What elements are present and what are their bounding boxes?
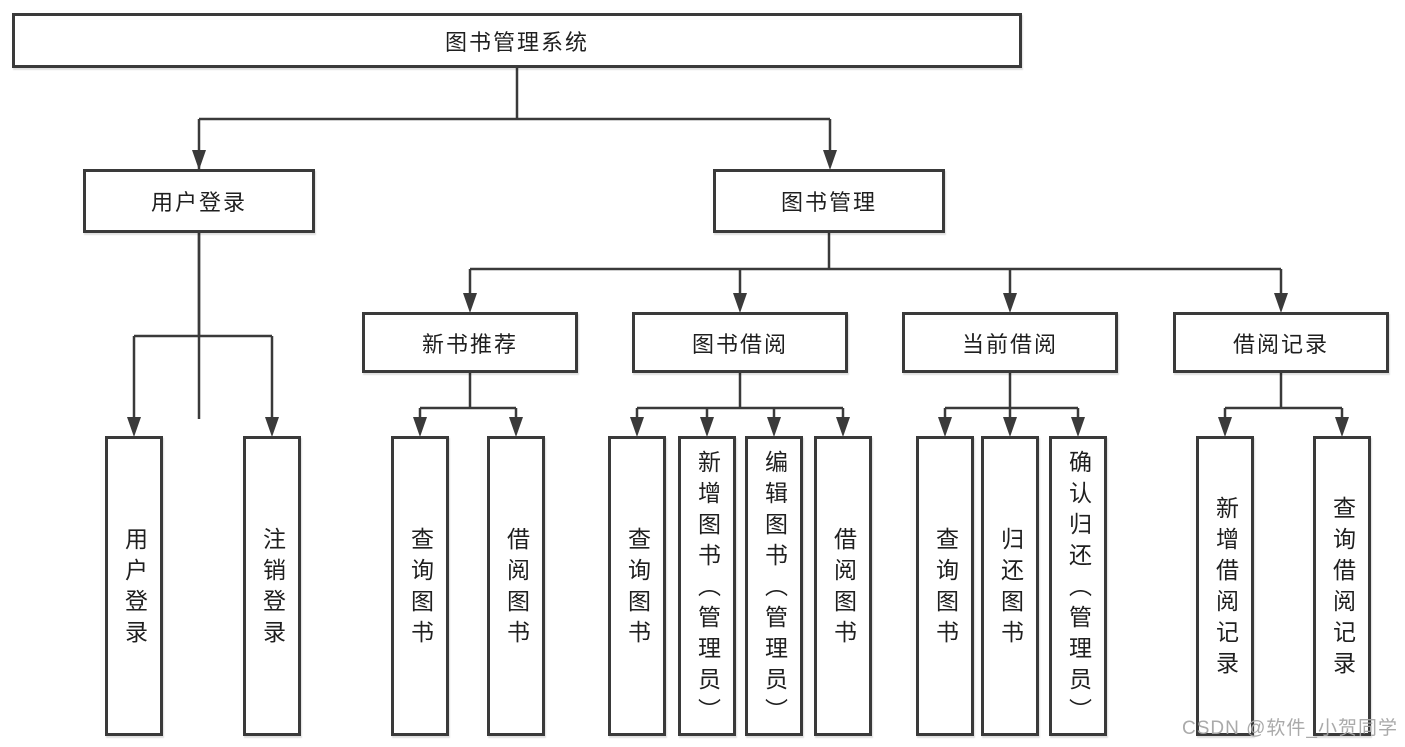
arrowhead [1274,293,1288,313]
arrowhead [630,417,644,437]
arrowhead [733,293,747,313]
arrowhead [265,417,279,437]
node-book-mgmt-label: 图书管理 [780,190,877,215]
node-root: 图书管理系统 [12,13,1022,68]
leaf-bb-borrow-book-label: 借阅图书 [830,527,857,651]
leaf-cb-return-book: 归还图书 [981,436,1039,736]
connector-borrow-record [1223,372,1344,419]
leaf-user-login: 用户登录 [105,436,163,736]
arrowhead [1218,417,1232,437]
connector-book-borrow [635,372,845,419]
connector-current-borrow [943,372,1080,419]
leaf-logout-label: 注销登录 [259,527,286,651]
arrowhead [509,417,523,437]
arrowhead [463,293,477,313]
leaf-br-add-record-label: 新增借阅记录 [1212,496,1239,682]
node-current-borrow-label: 当前借阅 [961,331,1058,357]
leaf-br-add-record: 新增借阅记录 [1196,436,1254,736]
arrowhead [1335,417,1349,437]
node-borrow-record: 借阅记录 [1173,312,1389,373]
leaf-bb-add-book-admin-label: 新增图书（管理员） [694,449,721,729]
node-borrow-record-label: 借阅记录 [1232,331,1329,357]
arrowhead [1003,417,1017,437]
leaf-bb-edit-book-admin-label: 编辑图书（管理员） [761,449,788,729]
connector-user-login [132,232,274,419]
leaf-nbr-borrow-book: 借阅图书 [487,436,545,736]
leaf-cb-query-book-label: 查询图书 [932,527,959,651]
arrowhead [413,417,427,437]
connector-root [197,67,832,419]
csdn-watermark: CSDN @软件_小贺同学 [1182,718,1398,739]
leaf-bb-query-book-label: 查询图书 [624,527,651,651]
arrowhead [823,150,837,170]
leaf-nbr-query-book: 查询图书 [391,436,449,736]
leaf-bb-query-book: 查询图书 [608,436,666,736]
connector-new-book-rec [418,372,518,419]
node-current-borrow: 当前借阅 [902,312,1118,373]
leaf-cb-confirm-return-admin: 确认归还（管理员） [1049,436,1107,736]
leaf-cb-confirm-return-admin-label: 确认归还（管理员） [1065,449,1092,729]
leaf-logout: 注销登录 [243,436,301,736]
leaf-user-login-label: 用户登录 [121,527,148,651]
arrowhead [767,417,781,437]
connector-book-mgmt [468,232,1283,295]
node-book-borrow: 图书借阅 [632,312,848,373]
node-user-login-label: 用户登录 [150,190,247,215]
arrowhead [938,417,952,437]
leaf-nbr-borrow-book-label: 借阅图书 [503,527,530,651]
arrowhead [192,150,206,170]
node-root-label: 图书管理系统 [444,29,589,55]
node-book-mgmt: 图书管理 [713,169,945,233]
leaf-bb-add-book-admin: 新增图书（管理员） [678,436,736,736]
arrowhead [1003,293,1017,313]
leaf-nbr-query-book-label: 查询图书 [407,527,434,651]
arrowhead [836,417,850,437]
arrowhead [700,417,714,437]
leaf-br-query-record-label: 查询借阅记录 [1329,496,1356,682]
leaf-cb-query-book: 查询图书 [916,436,974,736]
node-new-book-rec: 新书推荐 [362,312,578,373]
node-user-login: 用户登录 [83,169,315,233]
arrowheads [127,150,1349,437]
node-new-book-rec-label: 新书推荐 [421,331,518,357]
leaf-br-query-record: 查询借阅记录 [1313,436,1371,736]
arrowhead [1071,417,1085,437]
leaf-bb-edit-book-admin: 编辑图书（管理员） [745,436,803,736]
arrowhead [127,417,141,437]
leaf-bb-borrow-book: 借阅图书 [814,436,872,736]
node-book-borrow-label: 图书借阅 [691,331,788,357]
leaf-cb-return-book-label: 归还图书 [997,527,1024,651]
